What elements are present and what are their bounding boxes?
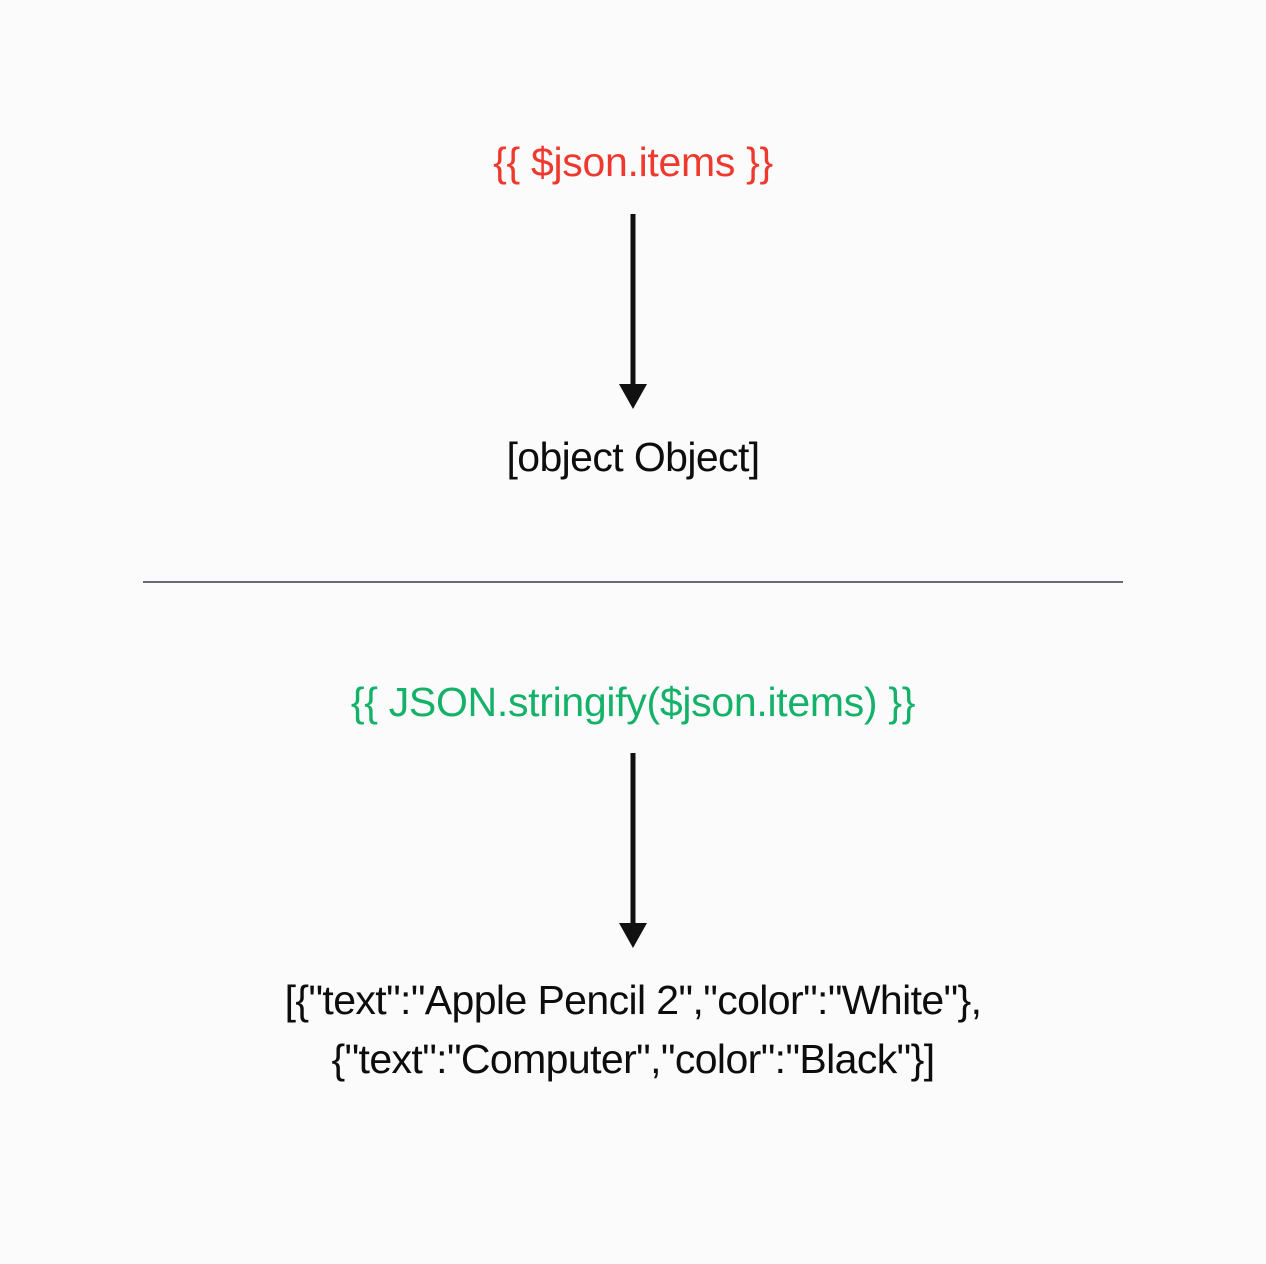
divider-row <box>0 580 1266 583</box>
down-arrow-icon <box>619 752 647 948</box>
result-object-object: [object Object] <box>506 434 760 481</box>
result-json-string: [{"text":"Apple Pencil 2","color":"White… <box>284 976 982 1083</box>
section-raw-object: {{ $json.items }} [object Object] <box>0 0 1266 488</box>
expression-raw-json-items: {{ $json.items }} <box>493 139 773 185</box>
section-divider <box>143 580 1123 583</box>
down-arrow-icon <box>619 214 647 410</box>
arrow-container-top <box>613 214 653 410</box>
expression-json-stringify: {{ JSON.stringify($json.items) }} <box>350 678 916 725</box>
arrow-container-bottom <box>613 752 653 949</box>
section-stringified-object: {{ JSON.stringify($json.items) }} [{"tex… <box>0 583 1266 1090</box>
